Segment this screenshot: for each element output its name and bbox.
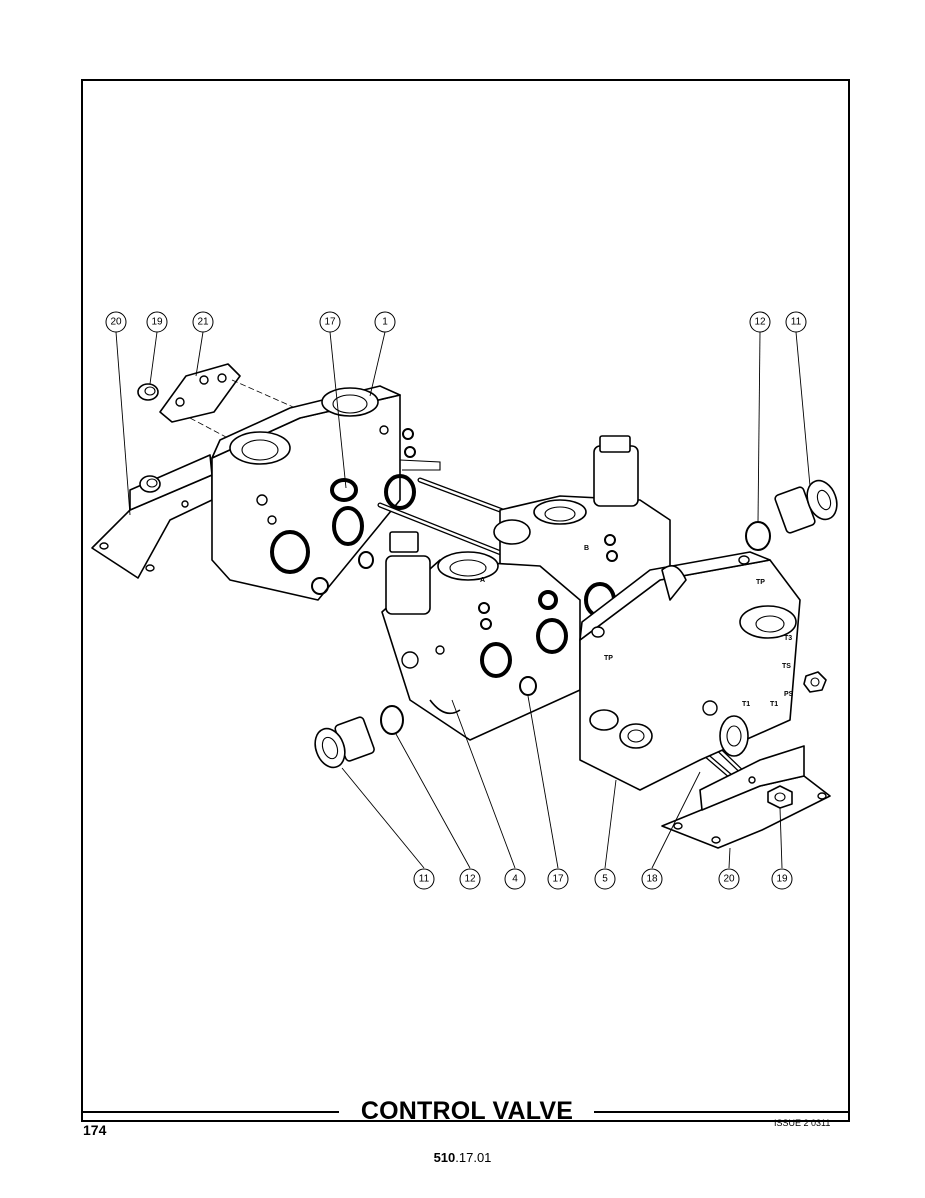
callout-1-top: 1	[374, 311, 396, 333]
leader-lines	[115, 331, 811, 869]
nut-left-lower	[139, 475, 161, 493]
svg-text:19: 19	[151, 317, 163, 328]
callout-4-bottom: 4	[504, 868, 526, 890]
o-ring-front	[519, 676, 537, 696]
callout-19-top: 19	[146, 311, 168, 333]
svg-text:11: 11	[419, 874, 430, 885]
relief-valve-right	[774, 479, 838, 534]
inlet-section	[211, 385, 441, 601]
page-number: 174	[83, 1122, 107, 1138]
svg-text:12: 12	[464, 874, 476, 885]
callout-20-top: 20	[105, 311, 127, 333]
port-ps-mark: PS	[784, 691, 794, 698]
doc-ref-rest: .17.01	[455, 1150, 492, 1165]
callout-20-bottom: 20	[718, 868, 740, 890]
callout-11-bottom: 11	[413, 868, 435, 890]
drawing-frame	[81, 79, 850, 1122]
callout-19-bottom: 19	[771, 868, 793, 890]
doc-ref-bold: 510	[433, 1150, 456, 1165]
port-t1-mark: T1	[742, 701, 750, 708]
port-tp-front-mark: TP	[604, 655, 613, 662]
port-b-mark: B	[584, 545, 589, 552]
port-t3-mark: T3	[784, 635, 792, 642]
svg-text:20: 20	[110, 317, 122, 328]
page-title: CONTROL VALVE	[360, 1097, 574, 1125]
svg-text:4: 4	[512, 874, 518, 885]
nut-right-lower	[767, 785, 793, 809]
o-ring-right	[745, 521, 771, 551]
port-t1b-mark: T1	[770, 701, 778, 708]
left-mounting-bracket	[91, 454, 213, 579]
issue-code: ISSUE 2 0311	[774, 1118, 831, 1128]
title-bar: CONTROL VALVE	[81, 1097, 850, 1126]
nut-right-outlet	[803, 671, 827, 693]
nut-left-upper	[137, 383, 159, 401]
svg-text:5: 5	[602, 874, 608, 885]
port-ts-mark: TS	[782, 663, 791, 670]
document-reference: 510.17.01	[0, 1150, 925, 1165]
svg-text:19: 19	[776, 874, 788, 885]
callout-11-top: 11	[785, 311, 807, 333]
callout-12-top: 12	[749, 311, 771, 333]
port-a-mark: A	[480, 577, 485, 584]
svg-text:11: 11	[791, 317, 802, 328]
callout-21-top: 21	[192, 311, 214, 333]
svg-text:17: 17	[552, 874, 564, 885]
callout-12-bottom: 12	[459, 868, 481, 890]
title-rule-left	[81, 1111, 339, 1113]
svg-text:20: 20	[723, 874, 735, 885]
callout-17-bottom: 17	[547, 868, 569, 890]
svg-text:12: 12	[754, 317, 766, 328]
outlet-section: TP TP T3 T1 T1 TS PS	[579, 551, 801, 791]
o-ring-left	[380, 705, 404, 735]
callout-17-top: 17	[319, 311, 341, 333]
svg-text:17: 17	[324, 317, 336, 328]
svg-text:21: 21	[197, 317, 209, 328]
callout-18-bottom: 18	[641, 868, 663, 890]
relief-valve-left	[314, 716, 375, 769]
title-rule-right	[594, 1111, 850, 1113]
svg-text:18: 18	[646, 874, 658, 885]
port-tp-top-mark: TP	[756, 579, 765, 586]
callout-5-bottom: 5	[594, 868, 616, 890]
svg-text:1: 1	[382, 317, 388, 328]
